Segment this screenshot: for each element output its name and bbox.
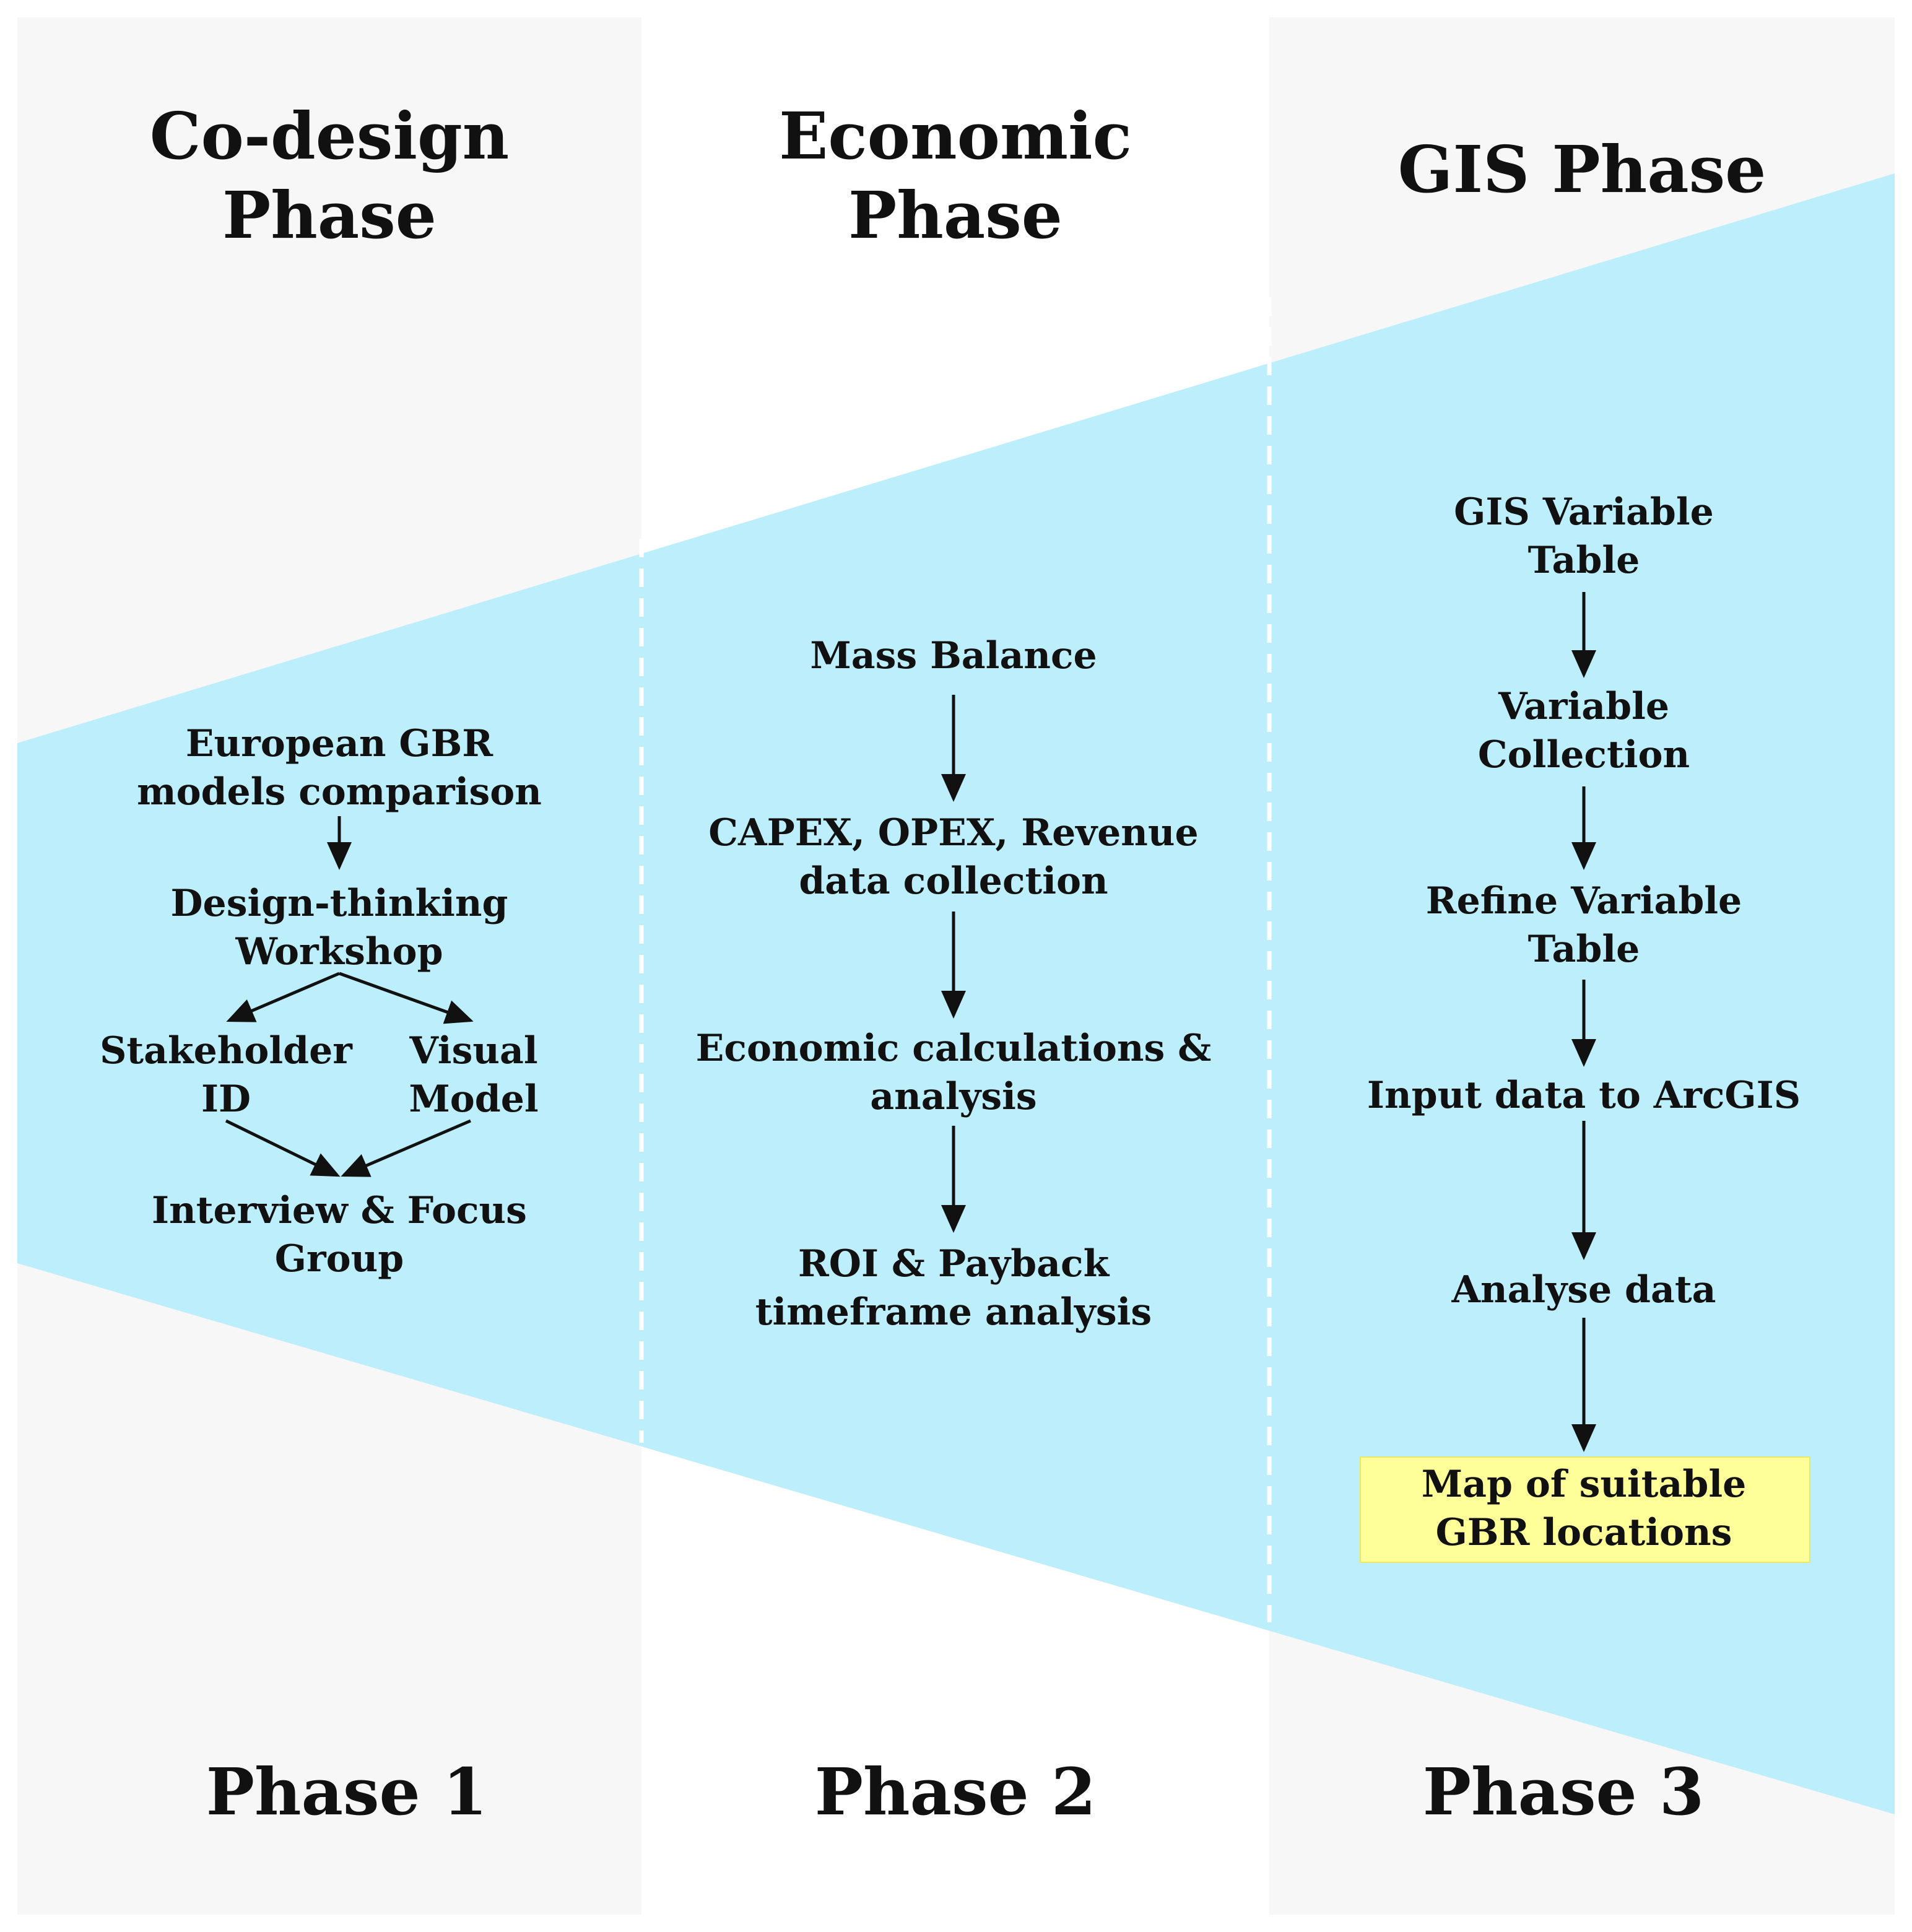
node-european-gbr: European GBR models comparison (137, 722, 542, 814)
node-design-thinking: Design-thinking Workshop (170, 882, 508, 973)
phase-1-header: Co-design Phase (149, 98, 510, 253)
node-variable-collection: Variable Collection (1477, 685, 1690, 777)
node-refine-variable-table: Refine Variable Table (1425, 879, 1742, 971)
phase-2-footer: Phase 2 (814, 1754, 1097, 1830)
arrow-visual-to-interview (341, 1119, 471, 1177)
phase-2-header: Economic Phase (779, 98, 1132, 253)
phase-1-footer: Phase 1 (206, 1754, 488, 1830)
node-input-arcgis: Input data to ArcGIS (1367, 1074, 1801, 1117)
node-gis-variable-table: GIS Variable Table (1454, 490, 1714, 582)
node-visual-model: Visual Model (409, 1029, 539, 1121)
phase-3-footer: Phase 3 (1422, 1754, 1705, 1830)
phase-3-header: GIS Phase (1397, 131, 1766, 207)
funnel-shape (17, 173, 1895, 1814)
node-map-suitable-gbr: Map of suitable GBR locations (1421, 1463, 1747, 1554)
node-mass-balance: Mass Balance (810, 634, 1097, 677)
node-capex-opex: CAPEX, OPEX, Revenue data collection (708, 811, 1199, 903)
arrow-design-to-stakeholder (226, 972, 340, 1022)
node-interview-focus: Interview & Focus Group (152, 1189, 527, 1281)
node-roi-payback: ROI & Payback timeframe analysis (755, 1242, 1152, 1334)
node-economic-calculations: Economic calculations & analysis (695, 1027, 1212, 1118)
node-analyse-data: Analyse data (1451, 1268, 1716, 1312)
node-stakeholder-id: Stakeholder ID (100, 1029, 352, 1121)
highlight-box (1360, 1456, 1810, 1563)
arrow-design-to-visual (339, 972, 474, 1024)
arrow-stakeholder-to-interview (225, 1119, 341, 1177)
